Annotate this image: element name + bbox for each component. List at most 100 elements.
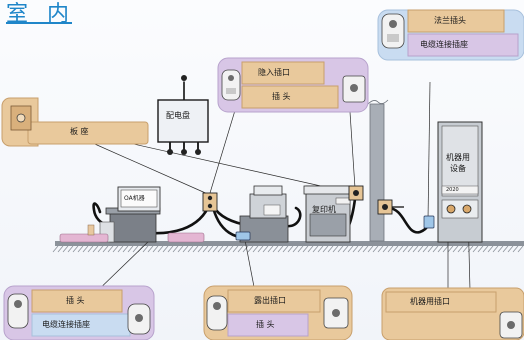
floor-hatch-line <box>252 245 259 253</box>
plug-icon <box>381 13 405 49</box>
callout-exposed-outlet <box>203 285 353 340</box>
floor-hatch-line <box>382 245 389 253</box>
floor-hatch-line <box>132 245 139 253</box>
label-exposed-outlet: 露出插口 <box>254 296 286 305</box>
floor-hatch-line <box>402 245 409 253</box>
outlet-wall-2 <box>377 199 404 215</box>
floor-hatch-line <box>407 245 414 253</box>
outlet-wall <box>348 185 364 201</box>
floor-hatch-line <box>207 245 214 253</box>
floor-hatch-line <box>292 245 299 253</box>
label-floor-outlet: 板 座 <box>70 127 89 136</box>
wall <box>367 99 389 242</box>
floor-hatch-line <box>502 245 509 253</box>
label-plug-a: 插 头 <box>272 92 291 101</box>
floor-hatch-line <box>332 245 339 253</box>
floor-hatch-line <box>482 245 489 253</box>
machine-display: 2020 <box>446 187 459 193</box>
floor-hatch-line <box>92 245 99 253</box>
floor-hatch-line <box>217 245 224 253</box>
floor-hatch-line <box>507 245 514 253</box>
floor-hatch-line <box>107 245 114 253</box>
floor-hatch-line <box>377 245 384 253</box>
floor-hatch-line <box>172 245 179 253</box>
floor-hatch-line <box>82 245 89 253</box>
floor-hatch-line <box>247 245 254 253</box>
floor-hatch-line <box>72 245 79 253</box>
floor-hatch-line <box>327 245 334 253</box>
floor-hatch-line <box>232 245 239 253</box>
leader-lines <box>87 81 471 299</box>
floor-hatch-line <box>182 245 189 253</box>
floor-hatch-line <box>77 245 84 253</box>
floor-hatch-line <box>487 245 494 253</box>
floor-hatch-line <box>357 245 364 253</box>
floor-hatch-line <box>262 245 269 253</box>
floor-hatch-line <box>297 245 304 253</box>
floor-hatch-line <box>267 245 274 253</box>
label-distribution-panel: 配电盘 <box>166 111 190 120</box>
floor-hatch-line <box>162 245 169 253</box>
floor-hatch-line <box>277 245 284 253</box>
callout-flange-plug <box>377 9 524 61</box>
floor-hatch-line <box>227 245 234 253</box>
label-machine-equipment: 机器用 设备 <box>446 153 470 173</box>
floor-hatch-line <box>497 245 504 253</box>
distribution-panel <box>157 75 209 155</box>
floor-hatch-line <box>437 245 444 253</box>
floor-hatch-line <box>287 245 294 253</box>
floor-hatch-line <box>432 245 439 253</box>
outlet-icon-right <box>342 75 366 103</box>
floor-hatch-line <box>127 245 134 253</box>
floor-hatch-line <box>317 245 324 253</box>
floor-hatch-line <box>517 245 524 253</box>
floor-hatch-line <box>52 245 59 253</box>
floor <box>52 241 524 253</box>
floor-hatch-line <box>492 245 499 253</box>
floor-hatch-line <box>362 245 369 253</box>
floor-hatch-line <box>442 245 449 253</box>
floor-hatch-line <box>282 245 289 253</box>
floor-hatch-line <box>367 245 374 253</box>
floor-hatch-line <box>202 245 209 253</box>
floor-hatch-line <box>392 245 399 253</box>
floor-hatch-line <box>122 245 129 253</box>
label-machine-outlet: 机器用插口 <box>410 297 450 306</box>
machine-cabinet <box>437 121 483 243</box>
floor-hatch-line <box>222 245 229 253</box>
floor-hatch-line <box>187 245 194 253</box>
floor-hatch-line <box>337 245 344 253</box>
floor-hatch-line <box>387 245 394 253</box>
floor-hatch-line <box>397 245 404 253</box>
floor-hatch-line <box>352 245 359 253</box>
floor-hatch-line <box>307 245 314 253</box>
floor-hatch-line <box>157 245 164 253</box>
floor-hatch-line <box>87 245 94 253</box>
socket-icon-right <box>127 303 151 335</box>
floor-hatch-line <box>322 245 329 253</box>
outlet-icon <box>499 311 523 339</box>
floor-hatch-line <box>512 245 519 253</box>
floor-hatch-line <box>237 245 244 253</box>
floor-hatch-line <box>372 245 379 253</box>
floor-hatch-line <box>242 245 249 253</box>
printer <box>239 185 289 243</box>
floor-hatch-line <box>177 245 184 253</box>
floor-hatch-line <box>97 245 104 253</box>
floor-hatch-line <box>417 245 424 253</box>
callout-floor-outlet <box>1 97 149 147</box>
floor-hatch-line <box>472 245 479 253</box>
floor-hatch-line <box>142 245 149 253</box>
oa-machine <box>59 186 205 243</box>
outlet-hidden <box>202 192 218 212</box>
floor-hatch-line <box>302 245 309 253</box>
floor-hatch-line <box>152 245 159 253</box>
floor-hatch-line <box>192 245 199 253</box>
plug-icon-left <box>7 293 29 329</box>
label-oa-device: OA机器 <box>124 195 145 202</box>
floor-hatch-line <box>62 245 69 253</box>
label-copier: 复印机 <box>312 205 336 214</box>
floor-hatch-line <box>102 245 109 253</box>
